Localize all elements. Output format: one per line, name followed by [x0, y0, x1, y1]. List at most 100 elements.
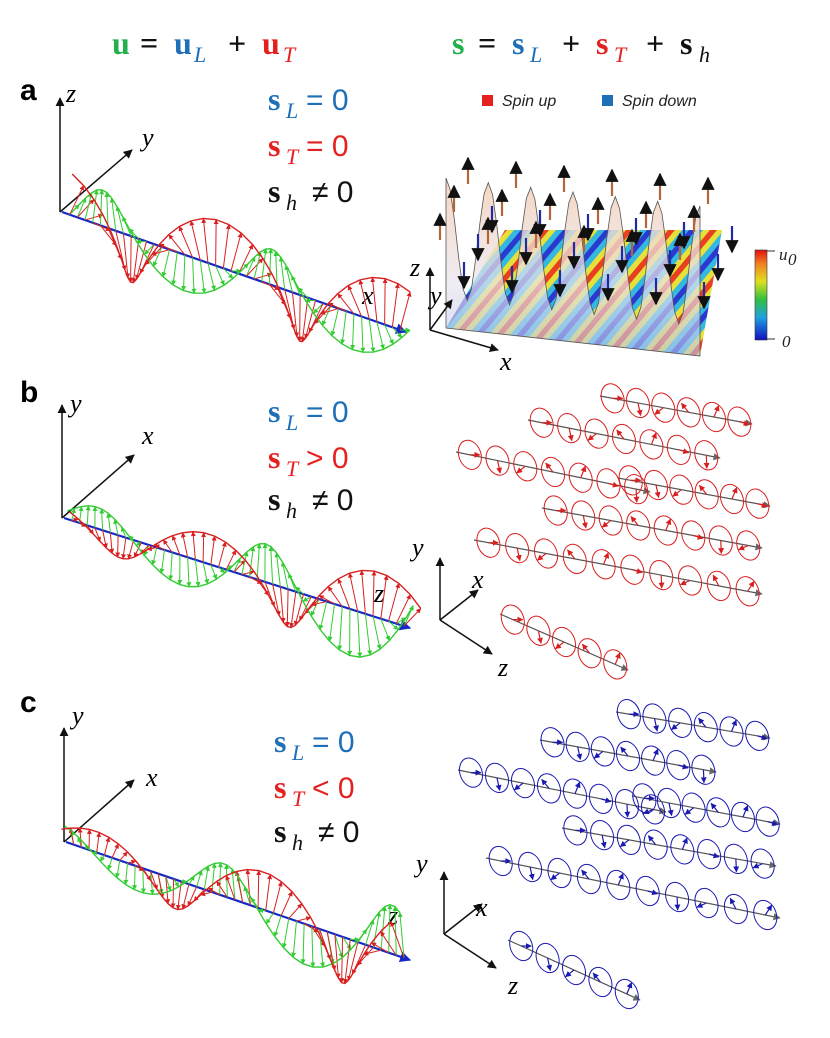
helix-loop: [584, 418, 609, 449]
green-vector: [388, 620, 399, 631]
helix-loop: [616, 824, 641, 855]
red-vector: [187, 886, 198, 907]
green-vector: [215, 265, 225, 286]
green-vector: [171, 252, 178, 286]
helix-loop: [606, 869, 631, 901]
axis-label-a-vertical: z: [65, 79, 76, 108]
axis-label-b-diagonal: x: [141, 421, 154, 450]
red-vector: [216, 880, 228, 898]
helix-loop: [677, 565, 703, 596]
helix-loop: [536, 773, 562, 804]
eq-sh-sub: h: [699, 42, 710, 67]
red-vector: [399, 291, 412, 331]
helix-vector: [738, 544, 749, 551]
eq-c-1-rel: = 0: [312, 726, 355, 759]
helix-loop: [543, 495, 568, 526]
eq-a-3-sym: s: [268, 173, 280, 209]
green-vector: [210, 564, 218, 580]
green-vector: [173, 878, 180, 888]
helix-vector: [698, 717, 707, 728]
helix-vector: [684, 807, 695, 815]
green-vector: [107, 857, 113, 871]
helix-axis: [541, 507, 763, 551]
helix-loop: [745, 488, 770, 519]
red-vector: [348, 572, 359, 612]
green-vector: [140, 868, 146, 894]
axis-label-rc-diagonal: x: [475, 893, 488, 922]
helix-loop: [697, 839, 722, 870]
helix-vector: [513, 782, 524, 791]
green-vector: [168, 552, 174, 581]
red-vector: [357, 947, 374, 966]
helix-vector: [587, 433, 597, 441]
green-vector: [376, 321, 385, 350]
eq-b-3-sym: s: [268, 481, 280, 517]
eq-c-1-sub: L: [291, 740, 304, 765]
red-vector: [170, 878, 176, 909]
helix-vector: [592, 972, 601, 983]
eq-b-2-sym: s: [268, 439, 280, 475]
helix-loop: [694, 887, 719, 919]
eq-b-1-rel: = 0: [306, 396, 349, 429]
axis-label-c-diagonal: x: [145, 763, 158, 792]
green-vector: [207, 262, 216, 291]
red-vector: [371, 570, 377, 617]
helix-vector: [696, 902, 707, 908]
red-vector: [189, 220, 201, 261]
axis-label-c-vertical: y: [69, 701, 84, 730]
helix-vector: [603, 552, 610, 565]
helix-loop: [526, 615, 551, 646]
helix-vector: [581, 869, 590, 880]
red-vector: [370, 276, 378, 323]
red-vector: [109, 532, 115, 554]
eq-a-1-sub: L: [285, 98, 298, 123]
helix-vector: [600, 797, 612, 804]
helix-vector: [632, 568, 643, 574]
green-vector: [99, 189, 105, 226]
eq-u: u: [112, 25, 130, 61]
helix-vector: [747, 580, 755, 592]
green-vector: [384, 324, 394, 345]
green-vector: [357, 611, 363, 658]
green-vector: [364, 613, 373, 656]
red-vector: [151, 249, 170, 256]
green-vector: [181, 254, 187, 292]
green-vector: [135, 541, 142, 546]
helix-loop: [535, 942, 560, 974]
legend-label-up: Spin up: [502, 93, 556, 110]
axis-label-c-horizontal: z: [387, 901, 398, 930]
axis-label-a-diagonal: y: [139, 123, 154, 152]
green-vector: [113, 518, 119, 536]
helix-vector: [698, 484, 708, 495]
helix-vector: [536, 553, 547, 561]
wave-plot-c: [61, 825, 412, 985]
helix-vector: [733, 858, 740, 873]
red-vector: [241, 570, 255, 576]
helix-axis: [615, 711, 771, 741]
helix-vector: [581, 643, 591, 654]
header-left-equation: u = u L + u T: [112, 25, 297, 67]
helix-loop: [723, 843, 748, 874]
helix-loop: [639, 429, 664, 460]
red-vector: [102, 530, 108, 549]
green-vector: [151, 547, 158, 566]
red-vector: [300, 297, 309, 343]
axis-label-ra-vertical: z: [409, 253, 420, 282]
red-vector: [304, 300, 316, 339]
green-vector: [337, 606, 343, 651]
helix-loop: [681, 520, 706, 551]
green-vector: [291, 921, 297, 958]
helix-vector: [653, 718, 659, 732]
helix-loop: [598, 505, 623, 536]
helix-loop: [615, 740, 641, 772]
spin-arrows: [433, 156, 739, 310]
eq-a-2-sym: s: [268, 127, 280, 163]
eq-equals: =: [140, 25, 158, 61]
green-vector: [199, 260, 207, 294]
helix-vector: [528, 866, 535, 881]
helix-loop: [691, 754, 716, 785]
helix-loop: [533, 538, 559, 569]
helix-loop: [562, 543, 587, 574]
helix-vector: [546, 957, 553, 972]
